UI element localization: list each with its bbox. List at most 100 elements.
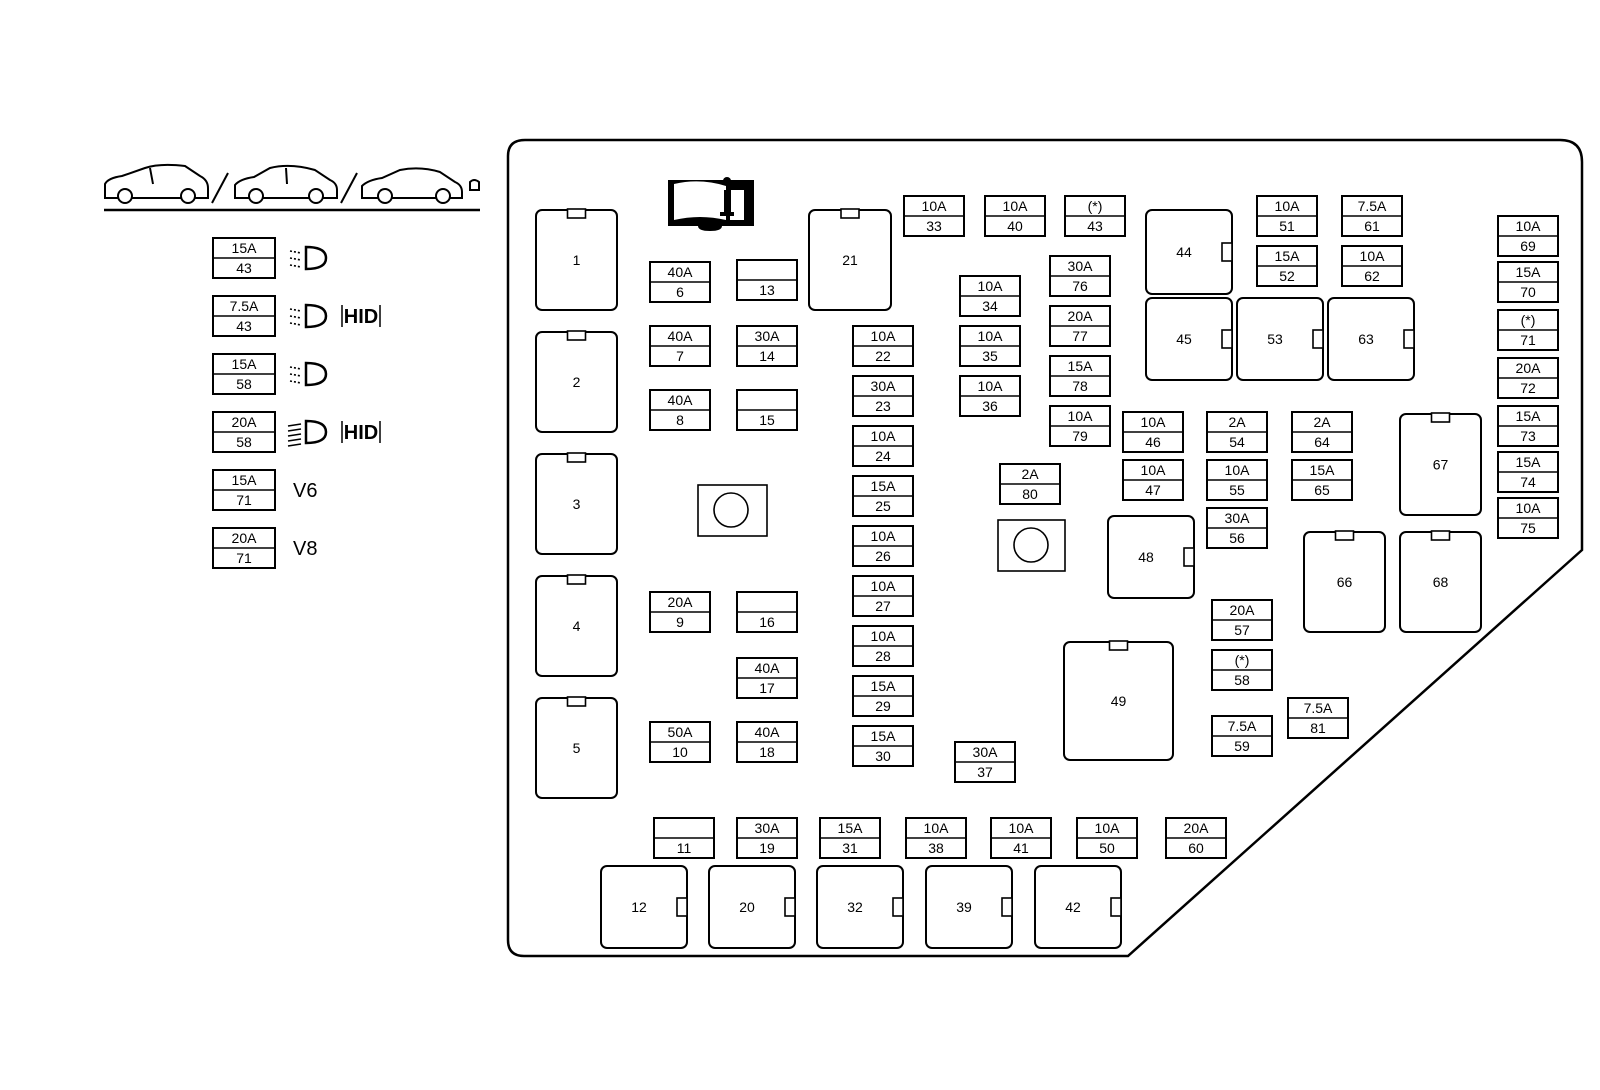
fuse-number-label: 16 xyxy=(759,614,775,630)
relay-number-label: 44 xyxy=(1176,244,1192,260)
fuse-number-label: 75 xyxy=(1520,520,1536,536)
fuse-71: (*)71 xyxy=(1497,309,1559,351)
relay-number-label: 21 xyxy=(842,252,858,268)
fuse-number-label: 37 xyxy=(977,764,993,780)
fuse-amp-label: 10A xyxy=(1003,198,1029,214)
fuse-amp-label: 10A xyxy=(1141,414,1167,430)
fuse-amp-label: 10A xyxy=(1516,500,1542,516)
fuse-amp-label: 30A xyxy=(1068,258,1094,274)
fuse-amp-label: 2A xyxy=(1313,414,1331,430)
fuse-amp-label: 20A xyxy=(1230,602,1256,618)
fuse-number-label: 29 xyxy=(875,698,891,714)
fuse-number-label: 52 xyxy=(1279,268,1295,284)
fuse-number-label: 6 xyxy=(676,284,684,300)
fuse-amp-label: 15A xyxy=(871,728,897,744)
fuse-number-label: 61 xyxy=(1364,218,1380,234)
fuse-number-label: 56 xyxy=(1229,530,1245,546)
fuse-number-label: 25 xyxy=(875,498,891,514)
relay-number-label: 1 xyxy=(573,252,581,268)
fuse-amp-label: 15A xyxy=(871,478,897,494)
vehicle-variants xyxy=(104,163,480,204)
relay-21: 21 xyxy=(808,208,892,311)
fuse-number-label: 57 xyxy=(1234,622,1250,638)
relay-number-label: 49 xyxy=(1111,693,1127,709)
fuse-43: (*)43 xyxy=(1064,195,1126,237)
relay-12: 12 xyxy=(600,865,688,949)
legend-amp-label: 7.5A xyxy=(230,298,259,314)
relay-2: 2 xyxy=(535,330,618,433)
fuse-amp-label: 20A xyxy=(1184,820,1210,836)
fuse-13: 13 xyxy=(736,259,798,301)
hid-label: HID xyxy=(344,306,378,328)
fuse-amp-label: 40A xyxy=(755,660,781,676)
fuse-number-label: 26 xyxy=(875,548,891,564)
fuse-number-label: 50 xyxy=(1099,840,1115,856)
fuse-amp-label: 10A xyxy=(1009,820,1035,836)
fuse-amp-label: 15A xyxy=(871,678,897,694)
relay-42: 42 xyxy=(1034,865,1122,949)
fuse-amp-label: 15A xyxy=(1275,248,1301,264)
high-beam-icon xyxy=(287,419,328,447)
fuse-amp-label: 40A xyxy=(668,264,694,280)
fuse-number-label: 10 xyxy=(672,744,688,760)
fuse-number-label: 59 xyxy=(1234,738,1250,754)
fuse-number-label: 7 xyxy=(676,348,684,364)
fuse-amp-label: 10A xyxy=(1141,462,1167,478)
legend-amp-label: 20A xyxy=(232,530,258,546)
fuse-number-label: 28 xyxy=(875,648,891,664)
fuse-11: 11 xyxy=(653,817,715,859)
fuse-number-label: 60 xyxy=(1188,840,1204,856)
relay-number-label: 5 xyxy=(573,740,581,756)
fuse-number-label: 69 xyxy=(1520,238,1536,254)
fuse-15: 15 xyxy=(736,389,798,431)
relay-number-label: 3 xyxy=(573,496,581,512)
convertible-top-icon xyxy=(469,179,480,191)
legend-fuse-label: 43 xyxy=(236,260,252,276)
relay-45: 45 xyxy=(1145,297,1233,381)
fuse-amp-label: 10A xyxy=(871,628,897,644)
fuse-amp-label: 2A xyxy=(1228,414,1246,430)
fuse-number-label: 62 xyxy=(1364,268,1380,284)
relay-number-label: 53 xyxy=(1267,331,1283,347)
fuse-amp-label: 10A xyxy=(978,278,1004,294)
legend-fuse-label: 58 xyxy=(236,434,252,450)
relay-48: 48 xyxy=(1107,515,1195,599)
low-beam-icon xyxy=(289,303,328,329)
fuse-number-label: 41 xyxy=(1013,840,1029,856)
fuse-number-label: 36 xyxy=(982,398,998,414)
relay-number-label: 2 xyxy=(573,374,581,390)
fuse-amp-label: 10A xyxy=(1095,820,1121,836)
fuse-16: 16 xyxy=(736,591,798,633)
fuse-number-label: 58 xyxy=(1234,672,1250,688)
fuse-number-label: 78 xyxy=(1072,378,1088,394)
fuse-amp-label: 15A xyxy=(838,820,864,836)
